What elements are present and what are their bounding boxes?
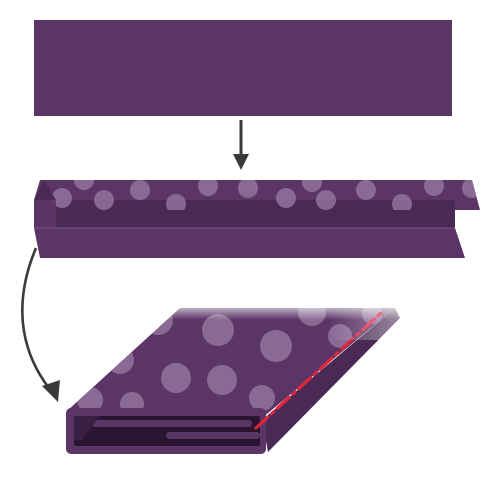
polka-dot bbox=[249, 385, 275, 411]
binding-side bbox=[262, 308, 400, 452]
strip-left-flap bbox=[34, 180, 56, 200]
polka-dot bbox=[166, 194, 186, 210]
polka-dot bbox=[316, 190, 336, 210]
polka-dot bbox=[276, 188, 296, 208]
stitched-folded-binding bbox=[66, 300, 410, 454]
stitch-line bbox=[254, 310, 384, 430]
polka-dot bbox=[424, 180, 444, 196]
polka-dot bbox=[52, 188, 72, 208]
flat-fabric-strip bbox=[34, 20, 452, 116]
binding-inner-layer-1 bbox=[92, 420, 252, 427]
strip-fold-shadow bbox=[34, 200, 455, 228]
arrow-down-icon bbox=[233, 120, 249, 170]
polka-dot bbox=[130, 180, 150, 200]
polka-dot bbox=[302, 180, 322, 192]
polka-dot bbox=[207, 365, 237, 395]
polka-dot bbox=[198, 180, 218, 196]
binding-inner-layer-2 bbox=[166, 432, 260, 439]
polka-dot bbox=[94, 190, 114, 210]
polka-dot bbox=[161, 363, 191, 393]
curved-arrow-icon bbox=[21, 247, 54, 393]
polka-dot bbox=[392, 194, 412, 210]
polka-dot bbox=[356, 180, 376, 200]
strip-lower-panel bbox=[34, 228, 465, 258]
pressed-fold-strip bbox=[34, 180, 480, 258]
polka-dot bbox=[462, 180, 480, 198]
curved-arrow-head bbox=[42, 380, 60, 402]
polka-dot bbox=[238, 180, 258, 198]
polka-dot bbox=[260, 330, 292, 362]
polka-dot bbox=[74, 180, 94, 190]
strip-left-edge bbox=[34, 200, 56, 228]
polka-dot bbox=[106, 346, 134, 374]
